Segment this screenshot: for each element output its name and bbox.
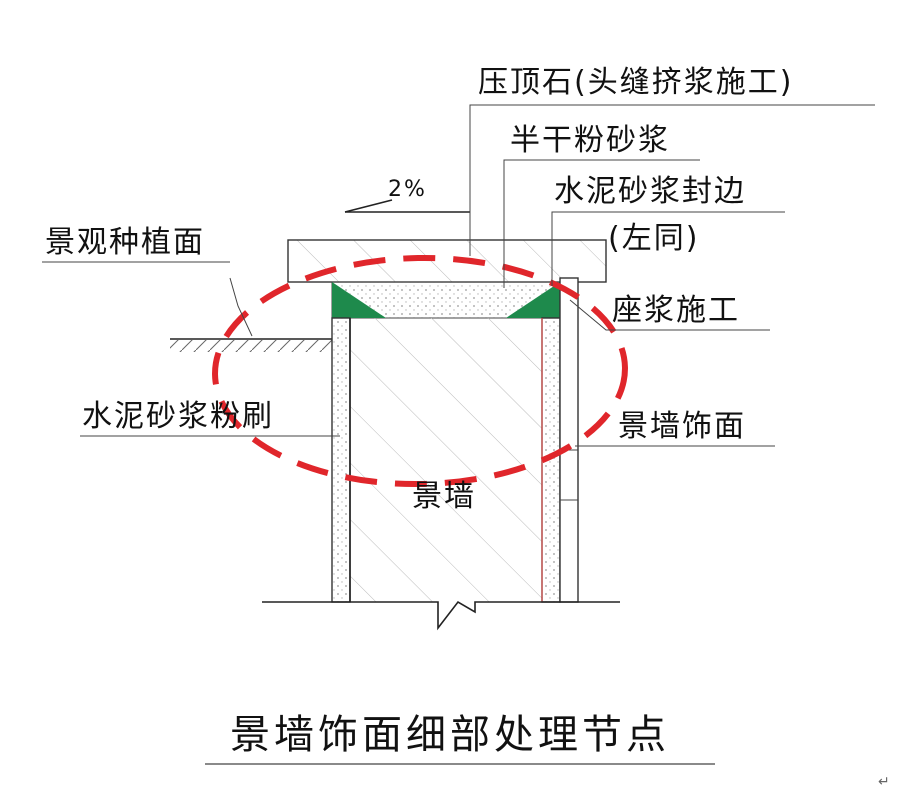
label-cement-mortar-edge: 水泥砂浆封边 [554,174,746,209]
wall-body [331,317,561,603]
label-cement-mortar-plaster: 水泥砂浆粉刷 [82,399,274,434]
coping-stone [287,239,607,283]
label-slope: 2% [388,177,427,202]
slope-arrow [344,199,470,213]
planting-soil [170,338,332,352]
wall-finish-cladding [559,277,579,603]
diagram-title: 景墙饰面细部处理节点 [230,712,670,758]
label-planting-surface: 景观种植面 [45,225,205,260]
leader-lines [42,104,875,447]
highlight-ellipse [212,254,628,488]
return-mark-icon: ↵ [878,774,890,790]
label-wall-finish: 景墙饰面 [618,409,746,444]
label-mortar-bedding: 座浆施工 [612,293,740,328]
mortar-edge-right [506,282,560,318]
label-coping-stone: 压顶石(头缝挤浆施工) [478,65,793,100]
mortar-edge-left [332,282,386,318]
label-wall: 景墙 [412,479,476,514]
label-semi-dry-mortar: 半干粉砂浆 [510,123,670,158]
break-line [262,600,620,631]
label-same-left: (左同) [608,221,699,256]
